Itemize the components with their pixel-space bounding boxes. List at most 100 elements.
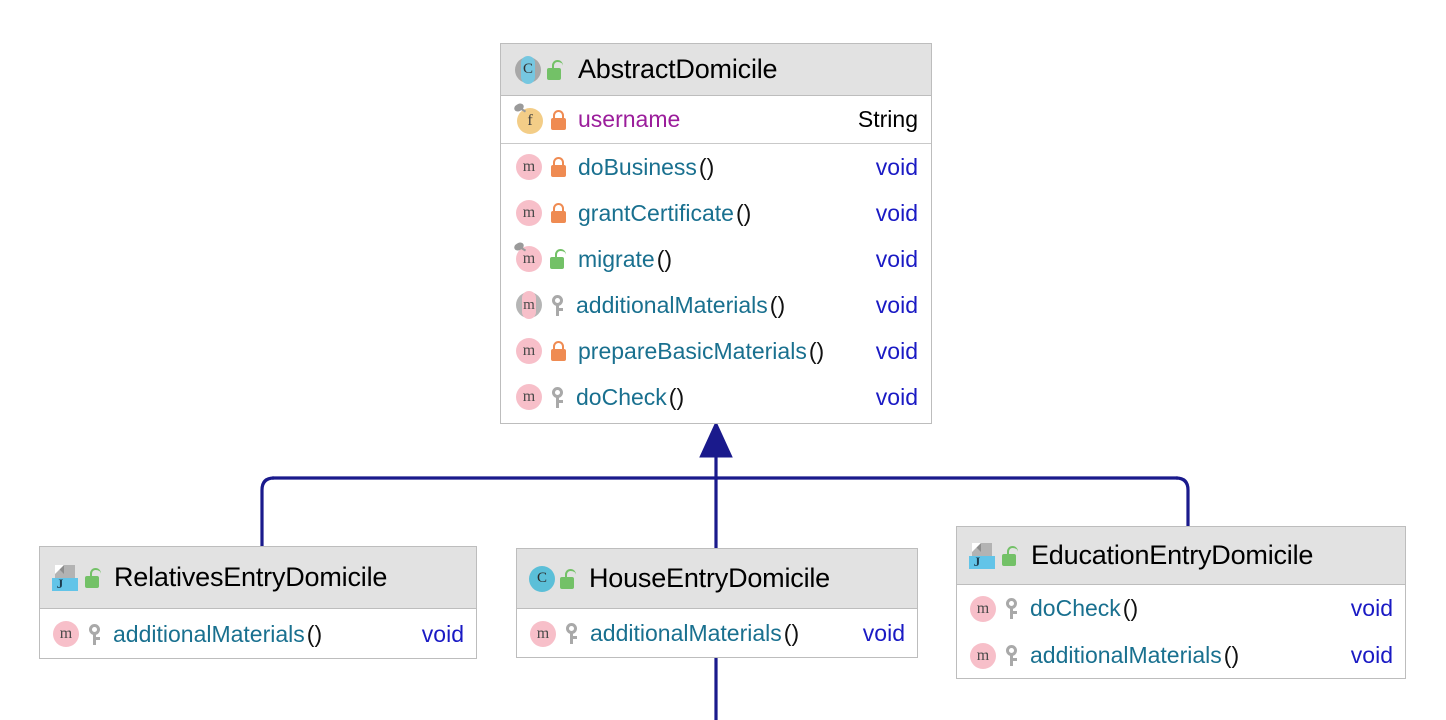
- method-icon-group: m: [529, 620, 579, 648]
- method-return-type: void: [421, 620, 464, 647]
- method-return-type: void: [875, 199, 918, 226]
- method-icon-group: m: [515, 337, 567, 365]
- method-icon-group: m: [515, 291, 565, 319]
- method-icon: m: [969, 595, 997, 623]
- method-name: doCheck: [576, 383, 667, 410]
- class-icon: C: [529, 565, 555, 592]
- class-header: C AbstractDomicile: [501, 44, 931, 96]
- method-icon-group: m: [969, 595, 1019, 623]
- private-locked-icon: [550, 203, 567, 223]
- class-header: C HouseEntryDomicile: [517, 549, 917, 609]
- class-box-abstract-domicile[interactable]: C AbstractDomicile f us: [500, 43, 932, 424]
- method-parens: (): [656, 245, 673, 272]
- method-row[interactable]: m doCheck () void: [501, 374, 931, 420]
- method-icon: m: [515, 153, 543, 181]
- method-row[interactable]: m additionalMaterials () void: [957, 632, 1405, 679]
- header-icon-group: C: [515, 55, 564, 84]
- method-parens: (): [306, 620, 323, 647]
- methods-section: m doCheck () void m: [957, 585, 1405, 679]
- public-unlocked-icon: [560, 568, 577, 589]
- method-icon: m: [515, 383, 543, 411]
- method-return-type: void: [875, 383, 918, 410]
- method-icon: m: [515, 199, 543, 227]
- method-return-type: void: [875, 291, 918, 318]
- methods-section: m additionalMaterials () void: [517, 609, 917, 658]
- method-row[interactable]: m additionalMaterials () void: [501, 282, 931, 328]
- method-return-type: void: [1350, 642, 1393, 668]
- method-parens: (): [808, 337, 825, 364]
- method-return-type: void: [875, 337, 918, 364]
- field-name: username: [578, 106, 681, 132]
- abstract-class-icon: C: [515, 55, 541, 84]
- private-locked-icon: [550, 341, 567, 361]
- method-row[interactable]: m grantCertificate () void: [501, 190, 931, 236]
- header-icon-group: J: [52, 564, 102, 591]
- class-box-relatives-entry-domicile[interactable]: J RelativesEntryDomicile m additional: [39, 546, 477, 659]
- public-unlocked-icon: [85, 567, 102, 588]
- method-return-type: void: [1350, 595, 1393, 621]
- method-parens: (): [735, 199, 752, 226]
- method-name: migrate: [578, 245, 655, 272]
- abstract-method-icon: m: [515, 291, 543, 319]
- method-icon: m: [515, 337, 543, 365]
- method-icon: m: [52, 620, 80, 648]
- method-parens: (): [769, 291, 786, 318]
- method-icon: m: [512, 241, 543, 273]
- field-row[interactable]: f username String: [501, 96, 931, 143]
- class-header: J EducationEntryDomicile: [957, 527, 1405, 585]
- method-icon-group: m: [52, 620, 102, 648]
- public-unlocked-icon: [1002, 545, 1019, 566]
- methods-section: m doBusiness () void m: [501, 143, 931, 420]
- method-icon-group: m: [515, 383, 565, 411]
- method-parens: (): [668, 383, 685, 410]
- edge-right-education: [1175, 476, 1190, 526]
- class-header: J RelativesEntryDomicile: [40, 547, 476, 609]
- methods-section: m additionalMaterials () void: [40, 609, 476, 659]
- method-row[interactable]: m prepareBasicMaterials () void: [501, 328, 931, 374]
- method-name: doCheck: [1030, 595, 1121, 621]
- protected-key-icon: [1004, 598, 1019, 619]
- method-parens: (): [783, 620, 800, 646]
- field-icon: f: [512, 101, 543, 134]
- header-icon-group: J: [969, 542, 1019, 569]
- method-parens: (): [698, 153, 715, 180]
- class-name: HouseEntryDomicile: [589, 563, 830, 593]
- method-row[interactable]: m doCheck () void: [957, 585, 1405, 632]
- class-name: RelativesEntryDomicile: [114, 562, 388, 592]
- method-row[interactable]: m additionalMaterials () void: [517, 609, 917, 658]
- class-name: EducationEntryDomicile: [1031, 540, 1314, 570]
- fields-section: f username String: [501, 96, 931, 143]
- method-return-type: void: [875, 245, 918, 272]
- protected-key-icon: [87, 623, 102, 645]
- private-locked-icon: [550, 109, 567, 130]
- protected-key-icon: [564, 623, 579, 644]
- public-unlocked-icon: [550, 249, 567, 269]
- method-parens: (): [1122, 595, 1139, 621]
- generalization-arrowhead: [699, 420, 733, 458]
- java-file-icon: J: [969, 542, 997, 569]
- static-pin-icon: [512, 101, 527, 116]
- method-name: doBusiness: [578, 153, 697, 180]
- static-pin-icon: [512, 241, 527, 255]
- method-name: grantCertificate: [578, 199, 734, 226]
- public-unlocked-icon: [547, 59, 564, 80]
- header-icon-group: C: [529, 565, 577, 592]
- method-return-type: void: [862, 620, 905, 646]
- method-row[interactable]: m additionalMaterials () void: [40, 609, 476, 659]
- method-name: additionalMaterials: [113, 620, 305, 647]
- method-icon: m: [529, 620, 557, 648]
- protected-key-icon: [550, 386, 565, 408]
- method-name: prepareBasicMaterials: [578, 337, 807, 364]
- class-box-house-entry-domicile[interactable]: C HouseEntryDomicile m additionalMateria…: [516, 548, 918, 658]
- method-row[interactable]: m doBusiness () void: [501, 144, 931, 190]
- method-row[interactable]: m migrate () void: [501, 236, 931, 282]
- class-box-education-entry-domicile[interactable]: J EducationEntryDomicile m doCheck: [956, 526, 1406, 679]
- method-name: additionalMaterials: [590, 620, 782, 646]
- method-parens: (): [1223, 642, 1240, 668]
- field-type: String: [857, 106, 918, 132]
- field-icon-group: f: [512, 101, 567, 134]
- class-name: AbstractDomicile: [578, 54, 778, 84]
- method-name: additionalMaterials: [1030, 642, 1222, 668]
- edge-left-relatives: [260, 476, 275, 546]
